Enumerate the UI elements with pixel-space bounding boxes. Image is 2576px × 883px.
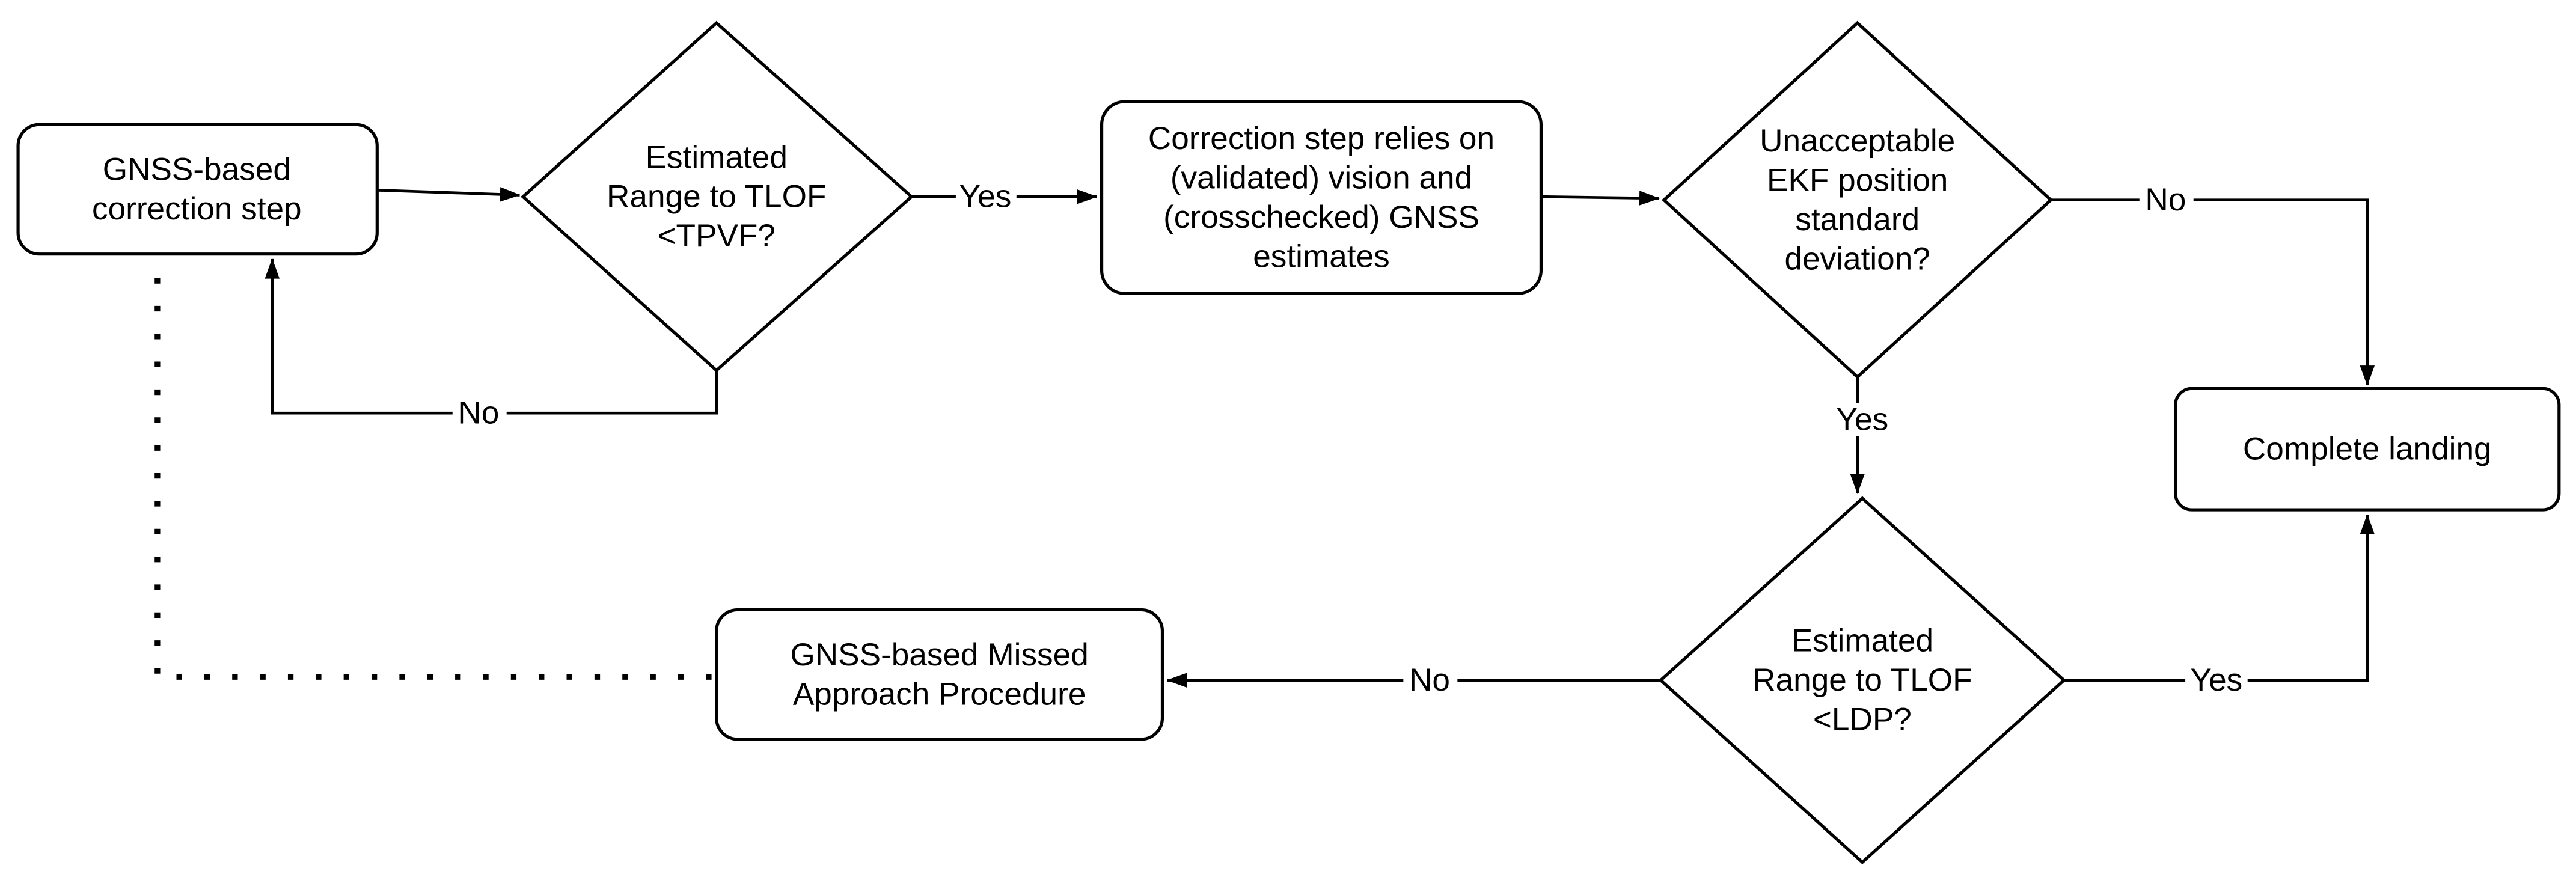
- edge-correction-to-tpvf: [377, 187, 521, 202]
- node-ekf-position-stddev: Unacceptable EKF position standard devia…: [1662, 20, 2054, 379]
- edge-ldp-yes-label: Yes: [2191, 662, 2243, 698]
- node-ekf-position-stddev-line4: deviation?: [1785, 241, 1930, 277]
- edge-ekf-no-line: [2051, 198, 2375, 387]
- edge-missed-approach-return-line: [154, 272, 712, 680]
- node-correction-relies-line3: (crosschecked) GNSS: [1163, 200, 1479, 235]
- edge-ekf-no-label: No: [2145, 182, 2186, 218]
- node-missed-approach-line1: GNSS-based Missed: [790, 637, 1088, 673]
- edge-correction-to-tpvf-line: [377, 187, 521, 202]
- edge-ldp-yes-line: [2064, 513, 2375, 682]
- edge-ekf-no-label-bg: [2139, 183, 2194, 216]
- node-range-tlof-tpvf-line1: Estimated: [646, 139, 788, 175]
- node-range-tlof-tpvf-shape: [521, 20, 914, 373]
- node-correction-relies-line1: Correction step relies on: [1148, 121, 1495, 156]
- node-ekf-position-stddev-line2: EKF position: [1767, 162, 1948, 198]
- edge-correction-to-ekf: [1541, 191, 1660, 206]
- node-correction-relies: Correction step relies on (validated) vi…: [1100, 100, 1543, 295]
- edge-ldp-yes: Yes: [2064, 513, 2375, 698]
- node-gnss-correction-step-line1: GNSS-based: [103, 152, 291, 188]
- node-range-tlof-ldp: Estimated Range to TLOF <LDP?: [1658, 496, 2067, 864]
- edge-tpvf-no-label-bg: [452, 396, 507, 430]
- node-range-tlof-ldp-shape: [1658, 496, 2067, 864]
- edge-missed-approach-return-dotted: [154, 272, 712, 680]
- edge-ldp-yes-label-bg: [2185, 664, 2248, 697]
- node-range-tlof-tpvf-line3: <TPVF?: [658, 218, 776, 254]
- edge-ekf-yes: Yes: [1831, 377, 1894, 495]
- node-gnss-correction-step-shape: [16, 123, 379, 256]
- node-missed-approach-line2: Approach Procedure: [793, 676, 1086, 712]
- edge-tpvf-yes: Yes: [908, 179, 1098, 215]
- edge-ekf-yes-label: Yes: [1837, 402, 1889, 438]
- edge-ldp-no-label: No: [1409, 662, 1450, 698]
- edge-tpvf-yes-label-bg: [955, 180, 1017, 213]
- node-range-tlof-ldp-line2: Range to TLOF: [1752, 662, 1972, 698]
- edge-tpvf-no-label: No: [458, 396, 499, 431]
- node-gnss-correction-step-line2: correction step: [92, 191, 302, 227]
- node-range-tlof-ldp-line3: <LDP?: [1813, 702, 1912, 738]
- node-missed-approach: GNSS-based Missed Approach Procedure: [715, 608, 1164, 741]
- edge-ekf-no: No: [2051, 182, 2375, 387]
- node-complete-landing: Complete landing: [2174, 387, 2561, 512]
- edge-tpvf-no: No: [265, 258, 718, 431]
- node-gnss-correction-step: GNSS-based correction step: [16, 123, 379, 256]
- node-complete-landing-line1: Complete landing: [2243, 432, 2492, 467]
- edge-ekf-yes-label-bg: [1831, 403, 1894, 436]
- node-complete-landing-shape: [2174, 387, 2561, 512]
- node-correction-relies-shape: [1100, 100, 1543, 295]
- node-missed-approach-shape: [715, 608, 1164, 741]
- edge-ldp-no-label-bg: [1403, 664, 1458, 697]
- edge-ldp-no: No: [1166, 662, 1661, 698]
- node-ekf-position-stddev-line3: standard: [1795, 202, 1920, 237]
- node-ekf-position-stddev-shape: [1662, 20, 2054, 379]
- node-ekf-position-stddev-line1: Unacceptable: [1760, 123, 1955, 159]
- node-correction-relies-line2: (validated) vision and: [1170, 160, 1472, 195]
- edge-correction-to-ekf-line: [1541, 191, 1660, 206]
- node-range-tlof-ldp-line1: Estimated: [1791, 623, 1933, 659]
- edge-tpvf-yes-label: Yes: [959, 179, 1012, 215]
- node-range-tlof-tpvf-line2: Range to TLOF: [607, 179, 826, 215]
- node-correction-relies-line4: estimates: [1253, 239, 1389, 274]
- node-range-tlof-tpvf: Estimated Range to TLOF <TPVF?: [521, 20, 914, 373]
